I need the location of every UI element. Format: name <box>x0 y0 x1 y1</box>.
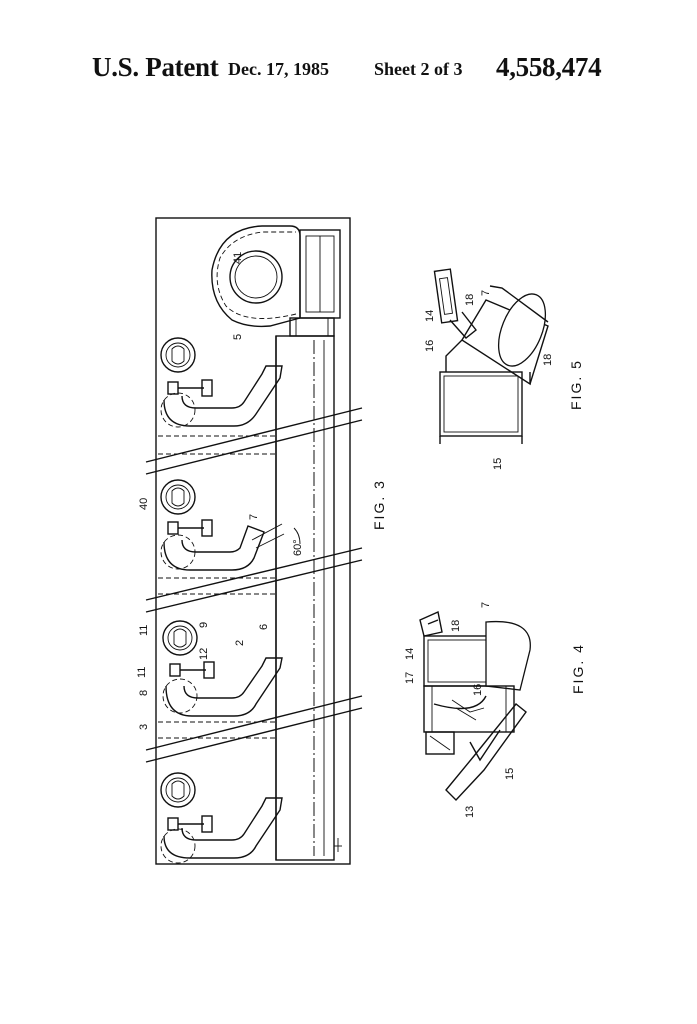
fig3-main-duct <box>275 335 342 861</box>
fig5-actuator <box>433 268 459 324</box>
fig3-label: 41 <box>232 252 244 264</box>
fig3-label: 40 <box>138 498 150 510</box>
fig3-unit-4 <box>160 772 283 864</box>
fig3-labels: 41 5 40 7 11 9 2 6 12 11 8 3 60° FIG. 3 <box>136 252 387 730</box>
figure-4: 14 18 7 17 16 15 13 FIG. 4 <box>404 602 586 818</box>
fig4-chute <box>445 703 527 802</box>
fig4-label: 18 <box>450 620 462 632</box>
fig3-label: 6 <box>258 624 270 630</box>
fig3-unit-1 <box>160 337 283 428</box>
fig5-label: 16 <box>424 340 436 352</box>
fig3-angle-label: 60° <box>292 539 304 556</box>
patent-header: U.S. Patent Dec. 17, 1985 Sheet 2 of 3 4… <box>0 52 697 92</box>
patent-date: Dec. 17, 1985 <box>228 59 329 79</box>
patent-title: U.S. Patent <box>92 52 219 82</box>
figure-3: 41 5 40 7 11 9 2 6 12 11 8 3 60° FIG. 3 <box>136 217 387 865</box>
fig3-unit-3 <box>162 620 283 717</box>
fig3-label: 2 <box>234 640 246 646</box>
fig3-housing <box>155 217 351 865</box>
fig5-label: 7 <box>480 290 492 296</box>
fig4-label: 15 <box>504 768 516 780</box>
fig3-label: 12 <box>198 648 210 660</box>
fig3-dashed-guides <box>158 435 276 739</box>
fig3-label: 7 <box>248 514 260 520</box>
fig3-label: 11 <box>136 667 148 678</box>
fig3-blower <box>211 225 341 337</box>
fig3-caption: FIG. 3 <box>371 479 387 530</box>
fig5-base-box <box>439 371 523 437</box>
fig4-caption: FIG. 4 <box>570 643 586 694</box>
fig4-label: 13 <box>464 806 476 818</box>
fig4-nozzle <box>485 620 531 691</box>
fig5-caption: FIG. 5 <box>568 359 584 410</box>
fig4-label: 16 <box>472 684 484 696</box>
figure-5: 18 7 14 16 18 15 FIG. 5 <box>424 268 584 470</box>
fig5-label: 18 <box>464 294 476 306</box>
fig4-label: 7 <box>480 602 492 608</box>
fig3-unit-2 <box>160 479 285 571</box>
fig3-label: 5 <box>232 334 244 340</box>
fig5-label: 18 <box>542 354 554 366</box>
fig5-label: 14 <box>424 310 436 322</box>
fig5-label: 15 <box>492 458 504 470</box>
patent-number: 4,558,474 <box>496 52 602 82</box>
fig3-break-lines <box>145 407 363 763</box>
fig3-label: 9 <box>198 622 210 628</box>
fig4-label: 14 <box>404 648 416 660</box>
fig4-lower-frame <box>423 685 515 733</box>
fig3-angle-arc <box>293 527 301 545</box>
fig4-labels: 14 18 7 17 16 15 13 FIG. 4 <box>404 602 586 818</box>
fig3-label: 3 <box>138 724 150 730</box>
fig3-label: 8 <box>138 690 150 696</box>
fig4-label: 17 <box>404 672 416 684</box>
fig3-label: 11 <box>138 625 150 636</box>
sheet-number: Sheet 2 of 3 <box>374 59 463 79</box>
fig5-labels: 18 7 14 16 18 15 FIG. 5 <box>424 290 584 470</box>
